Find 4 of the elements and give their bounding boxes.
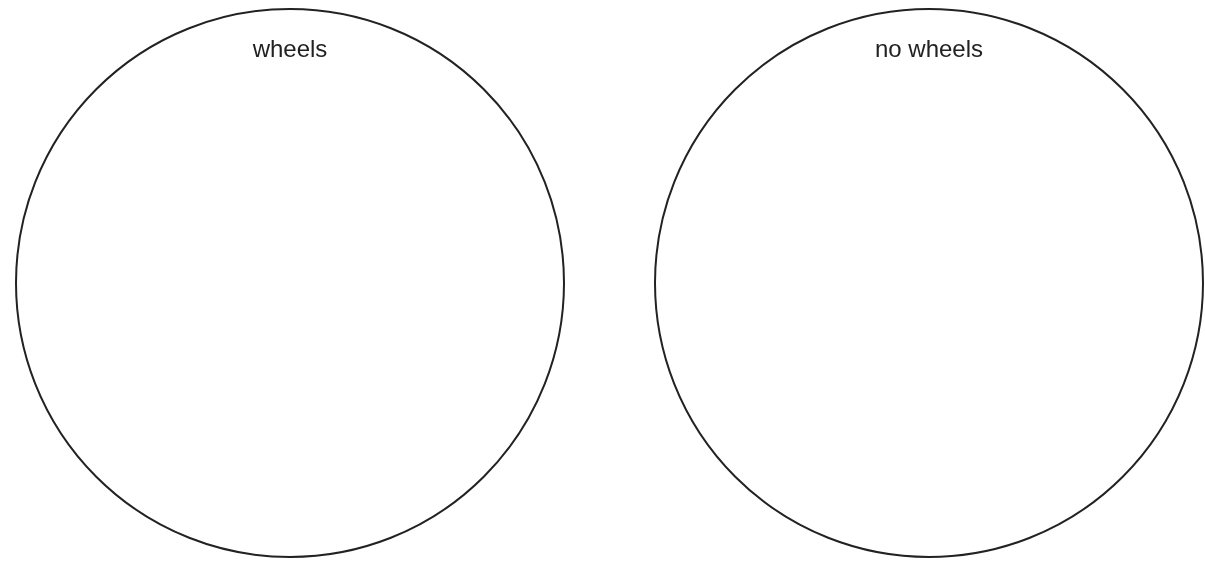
region-label: wheels xyxy=(252,34,328,64)
circle-region xyxy=(654,8,1204,558)
circle-region xyxy=(15,8,565,558)
region-label: no wheels xyxy=(874,34,984,64)
